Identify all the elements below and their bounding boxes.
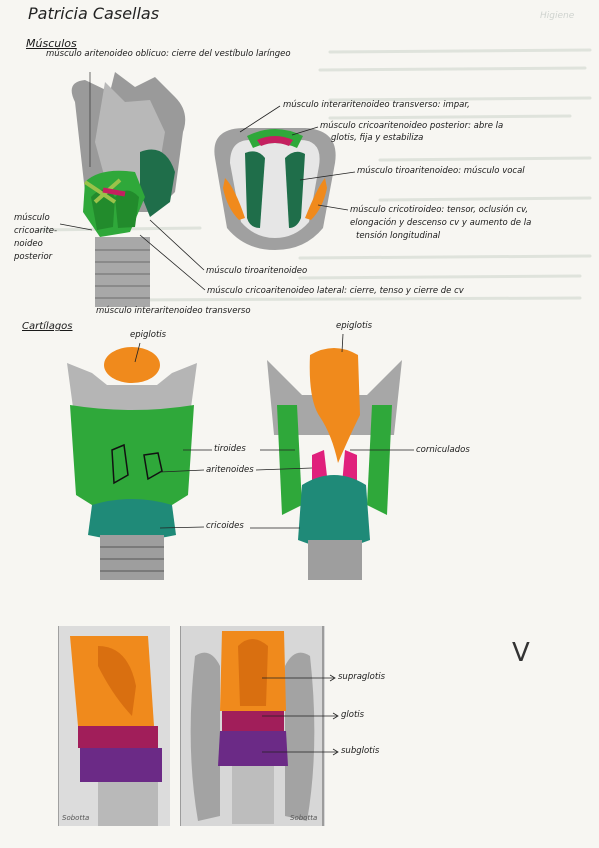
label-left-3: noideo — [14, 239, 43, 249]
anterior-cartilage-figure — [67, 347, 197, 580]
label-cricothyroid-2: elongación y descenso cv y aumento de la — [350, 218, 532, 228]
posterior-larynx-muscles-figure — [71, 72, 186, 307]
coronal-section-figure — [180, 626, 325, 826]
label-cricoid: cricoides — [206, 521, 244, 531]
label-thyroid: tiroides — [214, 444, 246, 454]
check-mark: V — [512, 638, 530, 668]
label-left-1: músculo — [14, 213, 50, 223]
label-cricothyroid-3: tensión longitudinal — [356, 231, 441, 241]
posterior-cartilage-figure — [267, 348, 402, 580]
superior-view-muscles-figure — [214, 128, 336, 250]
label-posterior-cricoarytenoid: músculo cricoaritenoideo posterior: abre… — [320, 121, 504, 131]
label-epiglottis-left: epiglotis — [130, 330, 167, 340]
sobotta-credit-left: Sobotta — [62, 814, 90, 822]
sagittal-section-figure — [58, 626, 170, 826]
label-epiglottis-right: epiglotis — [336, 321, 373, 331]
label-subglottis: subglotis — [341, 746, 380, 756]
label-oblique-arytenoid: músculo aritenoideo oblicuo: cierre del … — [46, 49, 291, 59]
label-cricothyroid: músculo cricotiroideo: tensor, oclusión … — [350, 205, 529, 215]
label-left-4: posterior — [14, 252, 53, 262]
label-posterior-cricoarytenoid-2: glotis, fija y estabiliza — [331, 133, 424, 143]
label-left-2: cricoarite- — [14, 226, 58, 236]
label-glottis: glotis — [341, 710, 365, 720]
label-thyroarytenoid-small: músculo tiroaritenoideo — [206, 266, 308, 276]
label-supraglottis: supraglotis — [338, 672, 385, 682]
author-name: Patricia Casellas — [28, 4, 160, 23]
label-thyroarytenoid: músculo tiroaritenoideo: músculo vocal — [357, 166, 525, 176]
sobotta-credit-right: Sobotta — [290, 814, 318, 822]
label-arytenoid: aritenoides — [206, 465, 254, 475]
label-transverse-arytenoid: músculo interaritenoideo transverso: imp… — [283, 100, 470, 110]
label-interarytenoid-bottom: músculo interaritenoideo transverso — [96, 306, 251, 316]
label-corniculate: corniculados — [416, 445, 470, 455]
cartilages-heading: Cartílagos — [22, 321, 73, 332]
label-lateral-cricoarytenoid: músculo cricoaritenoideo lateral: cierre… — [207, 286, 464, 296]
corner-note: Higiene — [540, 11, 575, 21]
muscles-heading: Músculos — [26, 37, 77, 50]
